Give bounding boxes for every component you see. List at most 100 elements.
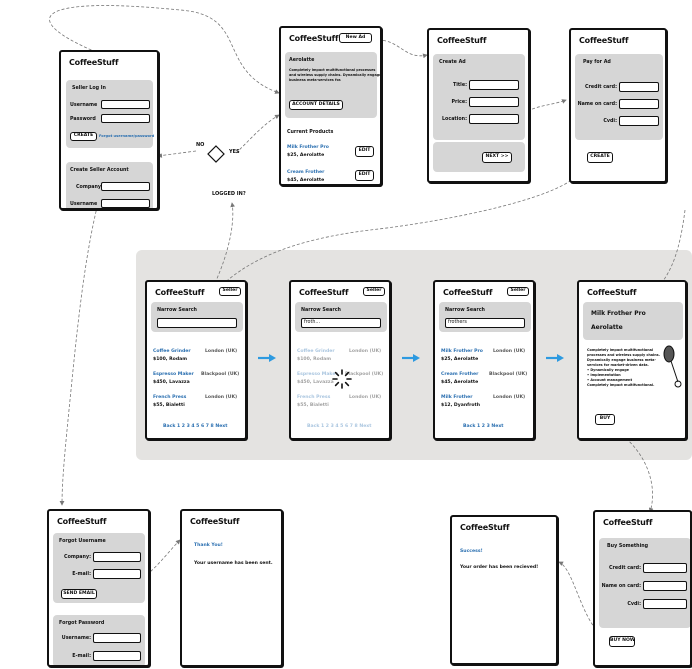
product-description: Completely impact multifunctional proces… <box>587 348 660 387</box>
brand-logo: CoffeeStuff <box>443 288 493 297</box>
credit-card-label: Credit card: <box>609 566 641 571</box>
result-name[interactable]: Cream Frother <box>441 372 479 377</box>
forgot-username-title: Forgot Username <box>59 539 106 544</box>
email-input[interactable] <box>93 651 141 661</box>
pagination[interactable]: Back 1 2 3 Next <box>463 424 504 429</box>
username-input[interactable] <box>101 100 150 109</box>
seller-name: Aerolatte <box>289 58 315 63</box>
forgot-password-title: Forgot Password <box>59 621 105 626</box>
search-input[interactable]: froth... <box>301 318 381 328</box>
result-name[interactable]: French Press <box>297 395 331 400</box>
seller-button[interactable]: Seller <box>507 287 529 296</box>
brand-logo: CoffeeStuff <box>603 518 653 527</box>
current-products-title: Current Products <box>287 130 334 135</box>
result-name[interactable]: Milk Frother Pro <box>441 349 483 354</box>
buy-form-title: Buy Something <box>607 544 649 549</box>
connector-pay-to-search <box>221 159 583 286</box>
result-name[interactable]: Coffee Grinder <box>297 349 335 354</box>
credit-card-input[interactable] <box>643 563 687 573</box>
edit-button[interactable]: EDIT <box>355 170 374 181</box>
brand-logo: CoffeeStuff <box>460 523 510 532</box>
send-email-button[interactable]: SEND EMAIL <box>61 589 97 599</box>
result-name[interactable]: Milk Frother <box>441 395 473 400</box>
result-detail: $450, Lavazza <box>153 380 190 385</box>
product-detail: $45, Aerolatte <box>287 178 325 183</box>
new-username-input[interactable] <box>101 199 150 208</box>
name-on-card-label: Name on card: <box>577 102 617 107</box>
price-input[interactable] <box>469 97 519 107</box>
company-input[interactable] <box>101 182 150 191</box>
account-details-button[interactable]: ACCOUNT DETAILS <box>289 100 343 110</box>
company-input[interactable] <box>93 552 141 562</box>
title-input[interactable] <box>469 80 519 90</box>
new-username-label: Username <box>70 202 98 207</box>
result-detail: $55, Bialetti <box>297 403 329 408</box>
result-location: London (UK) <box>205 395 238 400</box>
pay-ad-panel <box>575 54 663 140</box>
connector-search-to-decision <box>214 202 236 284</box>
result-name[interactable]: Espresso Maker <box>297 372 338 377</box>
result-detail: $450, Lavazza <box>297 380 334 385</box>
result-name[interactable]: French Press <box>153 395 187 400</box>
thank-you-heading: Thank You! <box>194 543 223 548</box>
success-screen: CoffeeStuff Success! Your order has been… <box>450 515 558 665</box>
pagination[interactable]: Back 1 2 3 4 5 6 7 8 Next <box>163 424 228 429</box>
milk-frother-image <box>663 345 682 388</box>
cvdi-label: Cvdi: <box>603 119 617 124</box>
buy-now-button[interactable]: BUY NOW <box>609 636 635 647</box>
username-label: Username <box>70 103 98 108</box>
result-location: London (UK) <box>349 349 382 354</box>
connector-no-to-login <box>157 150 197 158</box>
pay-create-button[interactable]: CREATE <box>587 152 613 163</box>
product-name[interactable]: Milk Frother Pro <box>287 145 329 150</box>
brand-logo: CoffeeStuff <box>69 58 119 67</box>
cvdi-input[interactable] <box>619 116 659 126</box>
product-name[interactable]: Cream Frother <box>287 170 325 175</box>
result-name[interactable]: Coffee Grinder <box>153 349 191 354</box>
search-input[interactable] <box>157 318 237 328</box>
price-label: Price: <box>451 100 467 105</box>
forgot-screen: CoffeeStuff Forgot Username Company: E-m… <box>47 509 150 667</box>
name-on-card-input[interactable] <box>619 99 659 109</box>
connector-yes-to-home <box>235 114 280 154</box>
search-input[interactable]: frothers <box>445 318 525 328</box>
buy-form-screen: CoffeeStuff Buy Something Credit card: N… <box>593 510 692 667</box>
seller-button[interactable]: Seller <box>363 287 385 296</box>
name-on-card-input[interactable] <box>643 581 687 591</box>
brand-logo: CoffeeStuff <box>299 288 349 297</box>
brand-logo: CoffeeStuff <box>190 517 240 526</box>
pagination[interactable]: Back 1 2 3 4 5 6 7 8 Next <box>307 424 372 429</box>
buy-button[interactable]: BUY <box>595 414 615 425</box>
product-bullet: Account management <box>590 378 633 382</box>
login-create-button[interactable]: CREATE <box>70 132 97 141</box>
product-detail: $25, Aerolatte <box>287 153 325 158</box>
narrow-search-title: Narrow Search <box>445 308 485 313</box>
name-on-card-label: Name on card: <box>601 584 641 589</box>
username-input[interactable] <box>93 633 141 643</box>
cvdi-input[interactable] <box>643 599 687 609</box>
forgot-link[interactable]: Forgot username/password <box>99 134 155 138</box>
edit-button[interactable]: EDIT <box>355 146 374 157</box>
password-label: Password <box>70 117 96 122</box>
result-location: Blackpool (UK) <box>345 372 384 377</box>
credit-card-input[interactable] <box>619 82 659 92</box>
company-label: Company <box>76 185 102 190</box>
result-location: Blackpool (UK) <box>489 372 528 377</box>
email-input[interactable] <box>93 569 141 579</box>
result-detail: $100, Rodam <box>153 357 187 362</box>
decision-no-label: NO <box>196 142 205 148</box>
brand-logo: CoffeeStuff <box>289 34 339 43</box>
success-heading: Success! <box>460 549 483 554</box>
create-ad-title: Create Ad <box>439 60 466 65</box>
product-title: Milk Frother Pro <box>591 310 646 317</box>
connector-newad-to-create <box>377 39 428 59</box>
result-name[interactable]: Espresso Maker <box>153 372 194 377</box>
location-input[interactable] <box>469 114 519 124</box>
result-location: London (UK) <box>493 395 526 400</box>
next-button[interactable]: NEXT >> <box>482 152 512 163</box>
seller-description: Completely impact multifunctional proces… <box>289 68 382 82</box>
new-ad-button[interactable]: New Ad <box>339 33 372 43</box>
password-input[interactable] <box>101 114 150 123</box>
seller-button[interactable]: Seller <box>219 287 241 296</box>
narrow-search-title: Narrow Search <box>301 308 341 313</box>
